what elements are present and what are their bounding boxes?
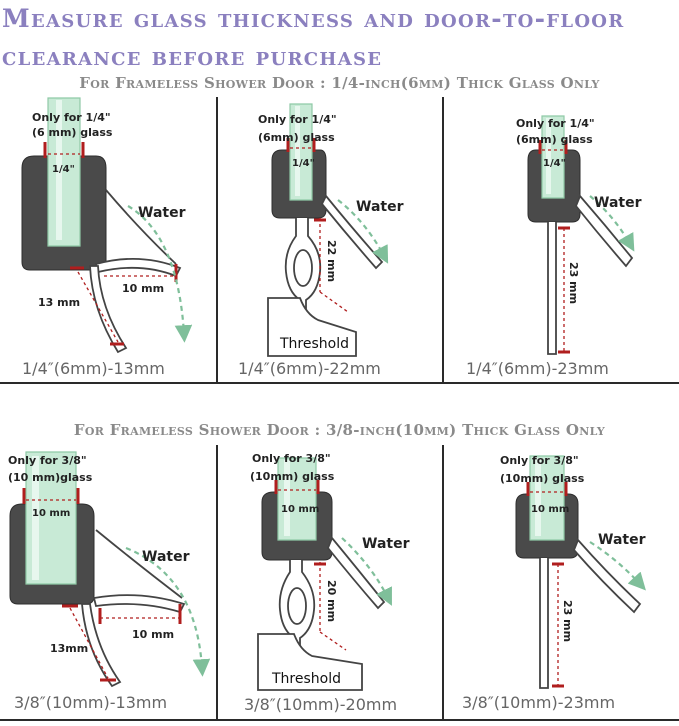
panel-quarter-13mm: Only for 1/4" (6 mm) glass 1/4" Water 10… [21, 97, 193, 378]
water-deflector [105, 189, 177, 265]
glass-label-line1: Only for 1/4" [32, 111, 111, 124]
glass-label-line1: Only for 3/8" [8, 454, 87, 467]
panel-quarter-23mm: Only for 1/4" (6mm) glass 1/4" Water 23 … [466, 115, 642, 378]
bulb-hole [287, 587, 307, 625]
clearance-dimension [319, 291, 349, 313]
clearance-label: 13mm [50, 642, 88, 655]
clearance-label: 22 mm [325, 240, 338, 282]
water-label: Water [356, 199, 404, 215]
thickness-label: 1/4" [52, 164, 75, 175]
seal-frame [261, 491, 333, 561]
thickness-label: 1/4" [292, 158, 315, 169]
glass-label-line2: (6mm) glass [516, 133, 593, 146]
seal-frame [527, 149, 581, 223]
water-label: Water [138, 205, 186, 221]
panel-caption: 1/4″(6mm)-13mm [22, 359, 165, 378]
panel-three-eighths-20mm: Only for 3/8" (10mm) glass 10 mm Water 2… [244, 452, 410, 714]
panel-caption: 1/4″(6mm)-23mm [466, 359, 609, 378]
glass-highlight [535, 458, 541, 536]
clearance-label: 23 mm [567, 262, 580, 304]
threshold-label: Threshold [271, 671, 341, 687]
clearance-label: 20 mm [325, 580, 338, 622]
threshold-block [257, 633, 363, 691]
clearance-dimension [319, 631, 347, 651]
glass-label-line2: (10mm) glass [250, 470, 335, 483]
glass-label-line1: Only for 1/4" [516, 117, 595, 130]
water-deflector [95, 529, 183, 599]
water-label: Water [362, 536, 410, 552]
panel-three-eighths-13mm: Only for 3/8" (10 mm)glass 10 mm Water 1… [8, 451, 211, 712]
threshold-block [267, 297, 357, 357]
glass-highlight [546, 118, 551, 194]
threshold-label: Threshold [279, 336, 349, 352]
thickness-label: 1/4" [543, 158, 566, 169]
sweep-fin [81, 603, 122, 688]
gap-label: 10 mm [132, 628, 174, 641]
glass-label-line1: Only for 3/8" [500, 454, 579, 467]
water-flow-arrow [127, 205, 193, 343]
water-label: Water [598, 532, 646, 548]
water-label: Water [594, 195, 642, 211]
water-label: Water [142, 549, 190, 565]
panel-three-eighths-23mm: Only for 3/8" (10mm) glass 10 mm Water 2… [462, 454, 646, 712]
clearance-label: 23 mm [561, 600, 574, 642]
water-deflector [320, 194, 384, 270]
panel-caption: 3/8″(10mm)-13mm [14, 693, 167, 712]
panel-caption: 3/8″(10mm)-23mm [462, 693, 615, 712]
thickness-label: 10 mm [32, 508, 70, 519]
water-flow-arrow [125, 546, 211, 677]
glass-highlight [32, 456, 39, 580]
sweep-fin [89, 265, 128, 354]
page-title: Measure glass thickness and door-to-floo… [2, 4, 625, 71]
clearance-dimension [69, 607, 109, 679]
glass-label-line2: (10mm) glass [500, 472, 585, 485]
glass-label-line1: Only for 3/8" [252, 452, 331, 465]
glass-label-line2: (10 mm)glass [8, 471, 93, 484]
glass-label-line2: (6mm) glass [258, 131, 335, 144]
thickness-label: 10 mm [281, 504, 319, 515]
section-heading-quarter-inch: For Frameless Shower Door : 1/4-inch(6mm… [79, 74, 600, 92]
gap-label: 10 mm [122, 282, 164, 295]
panel-caption: 3/8″(10mm)-20mm [244, 695, 397, 714]
drip-fin [94, 257, 182, 278]
seal-frame [515, 493, 579, 559]
clearance-label: 13 mm [38, 296, 80, 309]
seal-frame [21, 155, 107, 271]
glass-label-line2: (6 mm) glass [32, 126, 113, 139]
section-heading-three-eighths-inch: For Frameless Shower Door : 3/8-inch(10m… [73, 421, 606, 439]
panel-quarter-22mm: Only for 1/4" (6mm) glass 1/4" Water 22 … [238, 103, 404, 378]
bulb-hole [293, 249, 313, 287]
thickness-label: 10 mm [531, 504, 569, 515]
glass-highlight [284, 460, 290, 536]
water-deflector [572, 538, 642, 614]
drip-fin [92, 594, 186, 614]
water-flow-arrow [341, 537, 392, 606]
glass-label-line1: Only for 1/4" [258, 113, 337, 126]
water-flow-arrow [589, 195, 635, 252]
sweep-fin [539, 558, 549, 689]
panel-caption: 1/4″(6mm)-22mm [238, 359, 381, 378]
water-flow-arrow [337, 199, 389, 264]
clearance-dimension [77, 271, 119, 343]
sweep-fin [547, 222, 557, 355]
glass-highlight [56, 100, 62, 240]
glass-highlight [295, 106, 300, 196]
